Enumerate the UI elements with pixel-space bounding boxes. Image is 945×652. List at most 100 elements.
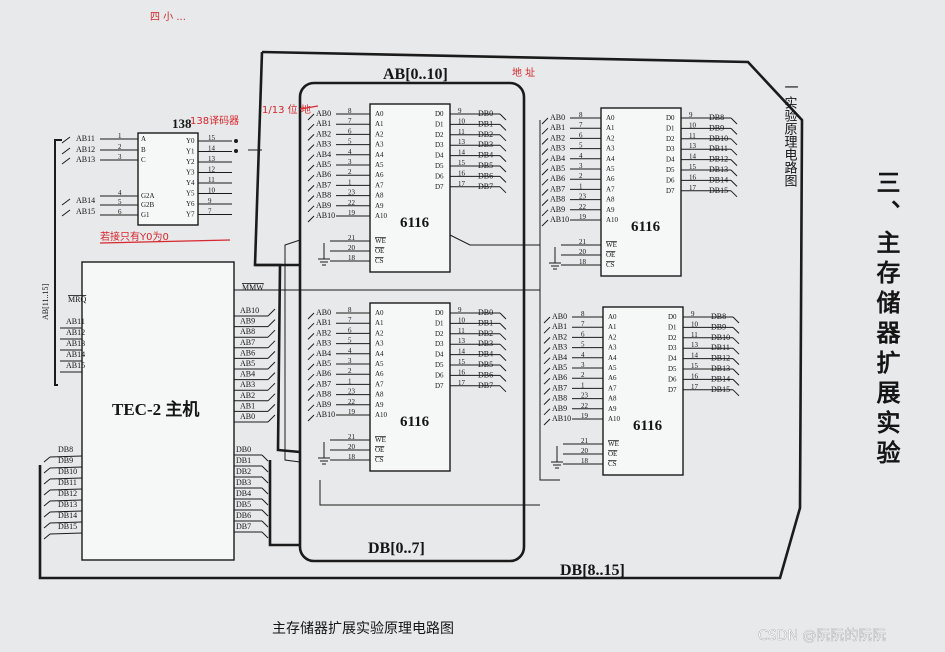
ram-data-pin-number: 10 (691, 320, 699, 328)
ram-addr-pin: A4 (375, 350, 384, 358)
ram-addr-pin-number: 22 (579, 203, 587, 211)
ram-data-pin-number: 11 (458, 327, 465, 335)
decoder-out-number: 13 (208, 155, 216, 163)
ram-ab-label: AB7 (316, 379, 331, 388)
ram-ctrl-pin: OE (608, 450, 617, 458)
ram-data-pin-number: 11 (691, 331, 698, 339)
ram-addr-pin: A7 (608, 384, 617, 392)
ram-data-pin: D3 (435, 141, 444, 149)
tec2-host: TEC-2 主机MRQMMWAB11AB12AB13AB14AB15AB10AB… (43, 261, 300, 561)
main-title-vertical: 三、主存储器扩展实验 (872, 170, 901, 470)
ram-ab-label: AB3 (316, 140, 331, 149)
ram-addr-pin: A1 (606, 124, 615, 132)
annotation-decoder: 138译码器 (190, 115, 239, 127)
ram-addr-pin: A3 (606, 145, 615, 153)
ab-left-label: AB[11..15] (41, 284, 50, 320)
ram-data-pin: D2 (435, 131, 444, 139)
ram-addr-pin: A1 (375, 120, 384, 128)
host-ab-in: AB8 (240, 327, 255, 336)
ram-addr-pin: A9 (375, 202, 384, 210)
ram-db-label: DB12 (711, 354, 730, 363)
ram-db-label: DB1 (478, 119, 493, 128)
ram-addr-pin: A9 (608, 405, 617, 413)
ram-data-pin-number: 13 (458, 337, 466, 345)
ram-addr-pin-number: 3 (348, 357, 352, 365)
ram-data-pin: D0 (666, 114, 675, 122)
ram-addr-pin-number: 3 (581, 361, 585, 369)
ram-data-pin: D4 (668, 355, 677, 363)
ram-db-label: DB4 (478, 151, 493, 160)
ram-data-pin-number: 13 (691, 341, 699, 349)
host-ab-in: AB7 (240, 338, 255, 347)
ram-db-label: DB4 (478, 350, 493, 359)
ram-addr-pin: A7 (375, 380, 384, 388)
ram-ctrl-pin: OE (606, 251, 615, 259)
ram-addr-pin-number: 5 (348, 337, 352, 345)
ram-data-pin-number: 17 (691, 383, 699, 391)
ram-data-pin: D3 (666, 145, 675, 153)
ram-ab-label: AB7 (552, 383, 567, 392)
ram-ab-label: AB6 (550, 174, 565, 183)
ram-addr-pin-number: 7 (579, 121, 583, 129)
ram-addr-pin: A0 (375, 110, 384, 118)
ram-name: 6116 (400, 215, 430, 231)
ram-ctrl-pin-number: 20 (348, 443, 356, 451)
ram-data-pin-number: 11 (689, 132, 696, 140)
ram-ab-label: AB0 (316, 308, 331, 317)
ram-ab-label: AB5 (316, 359, 331, 368)
ram-data-pin-number: 14 (691, 352, 699, 360)
ram-ctrl-pin-number: 18 (579, 258, 587, 266)
ram-6116-chip: 6116A08AB0A17AB1A26AB2A35AB3A44AB4A53AB5… (307, 103, 507, 273)
ram-ab-label: AB2 (316, 129, 331, 138)
ram-ab-label: AB9 (316, 400, 331, 409)
decoder-pin-number: 5 (118, 198, 122, 206)
ram-data-pin-number: 15 (458, 358, 466, 366)
ram-addr-pin-number: 6 (579, 131, 583, 139)
ram-data-pin-number: 17 (458, 379, 466, 387)
ram-data-pin-number: 10 (458, 117, 466, 125)
subtitle-vertical: 实验原理电路图 (783, 96, 798, 187)
ram-data-pin-number: 11 (458, 128, 465, 136)
decoder-input-label: AB11 (76, 134, 95, 143)
ram-data-pin: D5 (666, 166, 675, 174)
ram-addr-pin: A8 (375, 391, 384, 399)
ram-addr-pin-number: 2 (348, 168, 352, 176)
ram-addr-pin-number: 8 (581, 310, 585, 318)
ram-addr-pin: A1 (375, 319, 384, 327)
ram-ab-label: AB2 (550, 133, 565, 142)
ram-ab-label: AB10 (552, 414, 571, 423)
ram-ab-label: AB4 (316, 150, 331, 159)
ram-data-pin: D1 (668, 323, 677, 331)
decoder-input-label: AB14 (76, 196, 95, 205)
decoder-pin: A (141, 135, 146, 143)
ram-ab-label: AB5 (316, 160, 331, 169)
ram-addr-pin-number: 2 (579, 172, 583, 180)
ram-ab-label: AB4 (316, 349, 331, 358)
ram-addr-pin: A6 (608, 374, 617, 382)
ram-data-pin: D5 (435, 361, 444, 369)
decoder-pin-number: 4 (118, 189, 122, 197)
ram-ctrl-pin: WE (375, 237, 386, 245)
ram-ctrl-pin: OE (375, 247, 384, 255)
ram-addr-pin-number: 7 (581, 320, 585, 328)
ram-ctrl-pin: CS (375, 257, 384, 265)
ram-addr-pin: A6 (375, 370, 384, 378)
ram-ctrl-pin-number: 21 (579, 238, 587, 246)
ram-addr-pin-number: 19 (348, 209, 356, 217)
ram-ab-label: AB10 (316, 410, 335, 419)
ram-data-pin: D6 (666, 176, 675, 184)
ram-name: 6116 (400, 414, 430, 430)
ram-db-label: DB3 (478, 339, 493, 348)
db-low-label: DB[0..7] (368, 540, 425, 557)
ram-db-label: DB10 (709, 134, 728, 143)
ram-data-pin: D2 (666, 135, 675, 143)
ram-addr-pin-number: 1 (348, 377, 352, 385)
decoder-out-pin: Y6 (186, 200, 195, 208)
host-db-right: DB1 (236, 456, 251, 465)
ram-db-label: DB5 (478, 360, 493, 369)
ram-addr-pin: A0 (608, 313, 617, 321)
decoder-pin: C (141, 156, 146, 164)
decoder-pin: G2A (141, 192, 155, 200)
ram-db-label: DB2 (478, 329, 493, 338)
ram-data-pin-number: 17 (458, 180, 466, 188)
